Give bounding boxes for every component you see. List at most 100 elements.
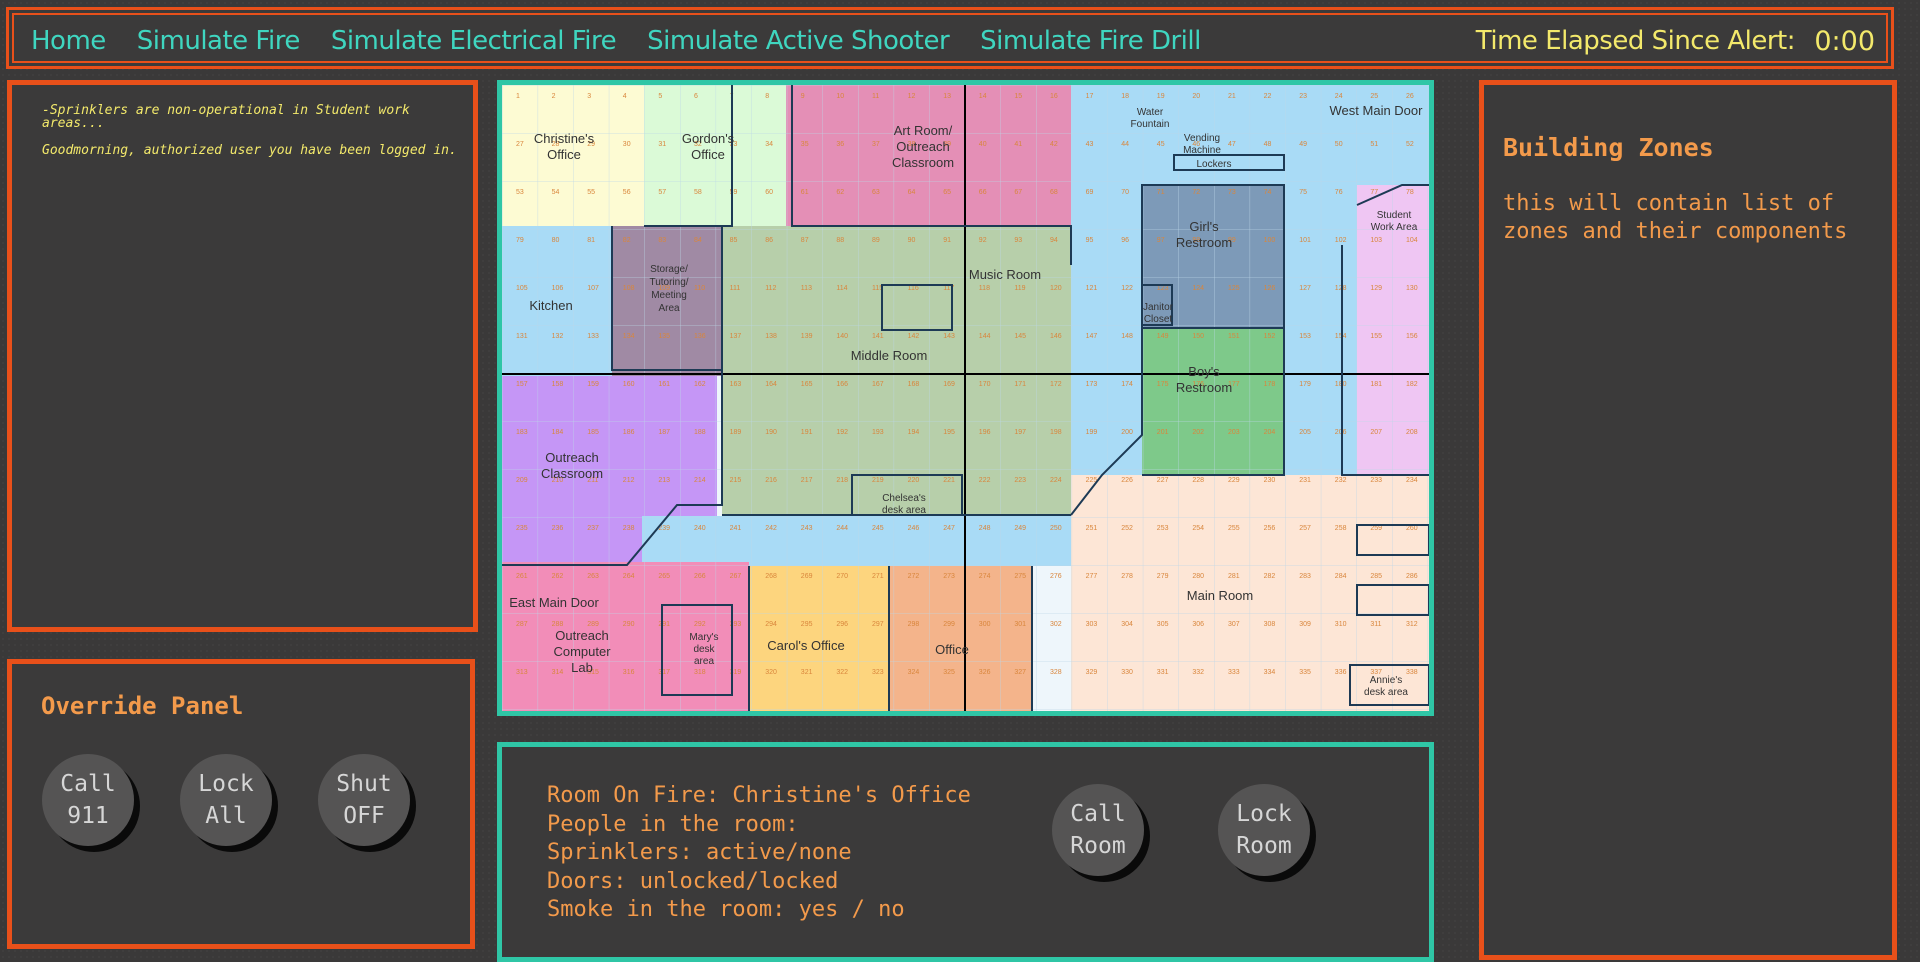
grid-cell-number: 82 bbox=[623, 237, 631, 244]
grid-cell-number: 31 bbox=[658, 141, 666, 148]
grid-cell-number: 243 bbox=[801, 525, 813, 532]
grid-cell-number: 55 bbox=[587, 189, 595, 196]
nav-simulate-electrical-fire-link[interactable]: Simulate Electrical Fire bbox=[330, 26, 617, 56]
grid-cell-number: 3 bbox=[587, 93, 591, 100]
grid-cell-number: 284 bbox=[1335, 573, 1347, 580]
grid-cell-number: 232 bbox=[1335, 477, 1347, 484]
grid-cell-number: 240 bbox=[694, 525, 706, 532]
nav-simulate-fire-drill-link[interactable]: Simulate Fire Drill bbox=[980, 26, 1201, 56]
grid-cell-number: 259 bbox=[1370, 525, 1382, 532]
grid-cell-number: 4 bbox=[623, 93, 627, 100]
grid-cell-number: 276 bbox=[1050, 573, 1062, 580]
grid-cell-number: 326 bbox=[979, 669, 991, 676]
grid-cell-number: 56 bbox=[623, 189, 631, 196]
grid-cell-number: 275 bbox=[1014, 573, 1026, 580]
grid-cell-number: 45 bbox=[1157, 141, 1165, 148]
grid-cell-number: 258 bbox=[1335, 525, 1347, 532]
grid-cell-number: 181 bbox=[1370, 381, 1382, 388]
nav-home-link[interactable]: Home bbox=[31, 26, 106, 56]
nav-simulate-fire-link[interactable]: Simulate Fire bbox=[136, 26, 301, 56]
grid-cell-number: 49 bbox=[1299, 141, 1307, 148]
grid-cell-number: 159 bbox=[587, 381, 599, 388]
grid-cell-number: 114 bbox=[836, 285, 847, 292]
nav-links: Home Simulate Fire Simulate Electrical F… bbox=[31, 10, 1232, 72]
grid-cell-number: 107 bbox=[587, 285, 599, 292]
grid-cell-number: 59 bbox=[730, 189, 738, 196]
grid-cell-number: 121 bbox=[1086, 285, 1098, 292]
grid-cell-number: 283 bbox=[1299, 573, 1311, 580]
grid-cell-number: 274 bbox=[979, 573, 991, 580]
call-911-button-line1: Call bbox=[60, 771, 116, 797]
grid-cell-number: 285 bbox=[1370, 573, 1382, 580]
grid-cell-number: 123 bbox=[1157, 285, 1169, 292]
grid-cell-number: 86 bbox=[765, 237, 773, 244]
nav-simulate-active-shooter-link[interactable]: Simulate Active Shooter bbox=[647, 26, 950, 56]
grid-cell-number: 173 bbox=[1086, 381, 1098, 388]
grid-cell-number: 161 bbox=[658, 381, 670, 388]
grid-cell-number: 149 bbox=[1157, 333, 1169, 340]
grid-cell-number: 289 bbox=[587, 621, 599, 628]
grid-cell-number: 70 bbox=[1121, 189, 1129, 196]
label-music-room: Music Room bbox=[969, 267, 1041, 282]
grid-cell-number: 29 bbox=[587, 141, 595, 148]
call-911-button[interactable]: Call 911 bbox=[42, 754, 134, 846]
grid-cell-number: 52 bbox=[1406, 141, 1414, 148]
lock-all-button[interactable]: Lock All bbox=[180, 754, 272, 846]
grid-cell-number: 124 bbox=[1192, 285, 1204, 292]
grid-cell-number: 252 bbox=[1121, 525, 1133, 532]
grid-cell-number: 163 bbox=[730, 381, 742, 388]
grid-cell-number: 320 bbox=[765, 669, 777, 676]
lock-room-button-line2: Room bbox=[1236, 833, 1292, 859]
grid-cell-number: 251 bbox=[1086, 525, 1098, 532]
grid-cell-number: 270 bbox=[836, 573, 848, 580]
grid-cell-number: 278 bbox=[1121, 573, 1133, 580]
grid-cell-number: 210 bbox=[552, 477, 564, 484]
grid-cell-number: 44 bbox=[1121, 141, 1129, 148]
grid-cell-number: 92 bbox=[979, 237, 987, 244]
room-details: Room On Fire: Christine's Office People … bbox=[547, 782, 971, 925]
grid-cell-number: 166 bbox=[836, 381, 848, 388]
shut-off-button[interactable]: Shut OFF bbox=[318, 754, 410, 846]
grid-cell-number: 238 bbox=[623, 525, 635, 532]
grid-cell-number: 62 bbox=[836, 189, 844, 196]
grid-cell-number: 21 bbox=[1228, 93, 1236, 100]
grid-cell-number: 295 bbox=[801, 621, 813, 628]
grid-cell-number: 69 bbox=[1086, 189, 1094, 196]
grid-cell-number: 96 bbox=[1121, 237, 1129, 244]
grid-cell-number: 268 bbox=[765, 573, 777, 580]
grid-cell-number: 152 bbox=[1264, 333, 1276, 340]
grid-cell-number: 301 bbox=[1014, 621, 1026, 628]
lock-room-button[interactable]: Lock Room bbox=[1218, 784, 1310, 876]
grid-cell-number: 76 bbox=[1335, 189, 1343, 196]
grid-cell-number: 299 bbox=[943, 621, 955, 628]
building-zones-description: this will contain list of zones and thei… bbox=[1503, 191, 1848, 244]
grid-cell-number: 67 bbox=[1014, 189, 1022, 196]
grid-cell-number: 30 bbox=[623, 141, 631, 148]
grid-cell-number: 79 bbox=[516, 237, 524, 244]
grid-cell-number: 131 bbox=[516, 333, 528, 340]
grid-cell-number: 322 bbox=[836, 669, 848, 676]
grid-cell-number: 95 bbox=[1086, 237, 1094, 244]
call-room-button[interactable]: Call Room bbox=[1052, 784, 1144, 876]
grid-cell-number: 254 bbox=[1192, 525, 1204, 532]
grid-cell-number: 156 bbox=[1406, 333, 1418, 340]
grid-cell-number: 81 bbox=[587, 237, 595, 244]
grid-cell-number: 134 bbox=[623, 333, 635, 340]
grid-cell-number: 188 bbox=[694, 429, 706, 436]
smoke-status-text: Smoke in the room: yes / no bbox=[547, 897, 905, 922]
grid-cell-number: 65 bbox=[943, 189, 951, 196]
room-info-panel: Room On Fire: Christine's Office People … bbox=[497, 742, 1434, 962]
grid-cell-number: 277 bbox=[1086, 573, 1098, 580]
grid-cell-number: 261 bbox=[516, 573, 528, 580]
grid-cell-number: 135 bbox=[658, 333, 670, 340]
grid-cell-number: 280 bbox=[1192, 573, 1204, 580]
grid-cell-number: 309 bbox=[1299, 621, 1311, 628]
grid-cell-number: 212 bbox=[623, 477, 635, 484]
